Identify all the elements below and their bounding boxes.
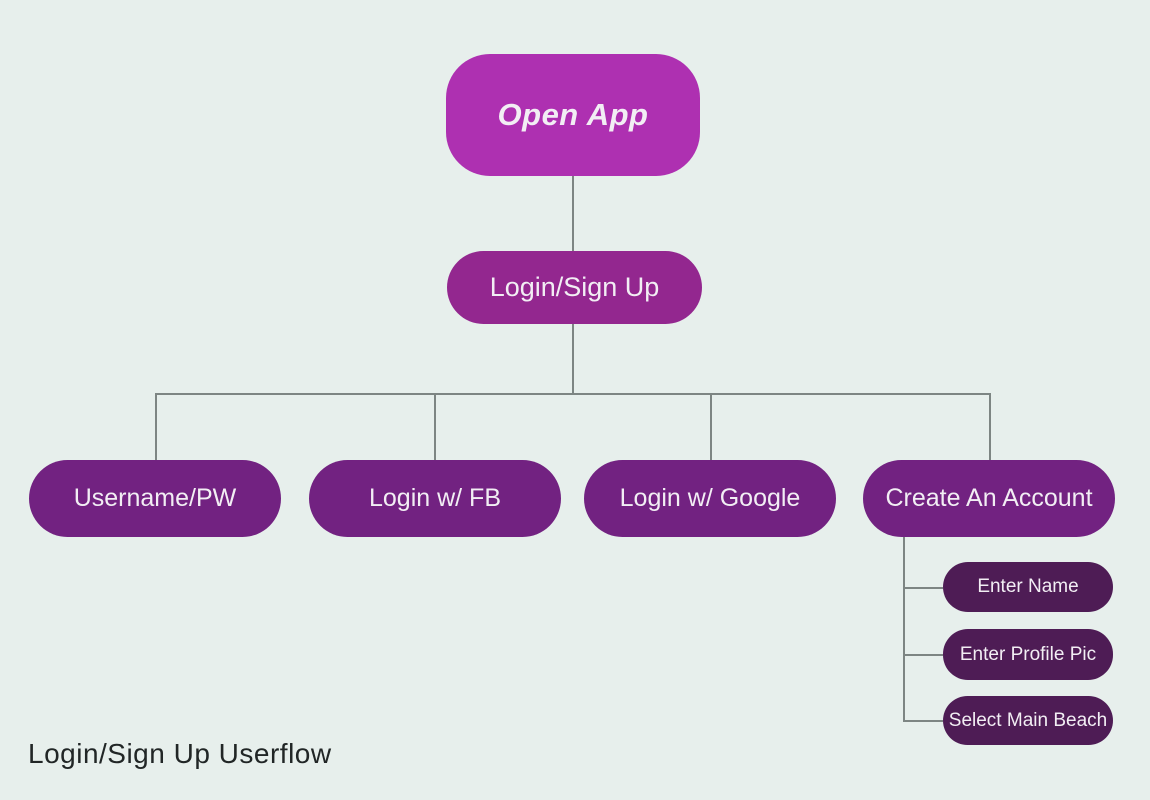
connector-drop-create-account	[989, 393, 991, 460]
node-username-pw: Username/PW	[29, 460, 281, 537]
node-create-account: Create An Account	[863, 460, 1115, 537]
node-login-google: Login w/ Google	[584, 460, 836, 537]
node-select-main-beach: Select Main Beach	[943, 696, 1113, 745]
node-open-app: Open App	[446, 54, 700, 176]
node-create-account-label: Create An Account	[885, 484, 1093, 512]
node-login-signup: Login/Sign Up	[447, 251, 702, 324]
node-login-signup-label: Login/Sign Up	[489, 272, 660, 302]
node-login-google-label: Login w/ Google	[619, 484, 801, 512]
node-select-main-beach-label: Select Main Beach	[948, 709, 1108, 731]
node-enter-name: Enter Name	[943, 562, 1113, 612]
connector-drop-username-pw	[155, 393, 157, 460]
diagram-title: Login/Sign Up Userflow	[28, 738, 332, 769]
node-enter-name-label: Enter Name	[977, 576, 1079, 597]
node-enter-profile-pic: Enter Profile Pic	[943, 629, 1113, 680]
connector-enter-name	[903, 587, 943, 589]
node-login-fb-label: Login w/ FB	[368, 484, 501, 512]
connector-enter-profile-pic	[903, 654, 943, 656]
node-username-pw-label: Username/PW	[73, 484, 237, 512]
connector-drop-login-google	[710, 393, 712, 460]
connector-create-account-spine	[903, 537, 905, 721]
connector-select-main-beach	[903, 720, 943, 722]
connector-branch-bus	[155, 393, 990, 395]
connector-login-to-branch	[572, 324, 574, 394]
connector-open-to-login	[572, 176, 574, 252]
node-open-app-label: Open App	[497, 97, 649, 132]
node-enter-profile-pic-label: Enter Profile Pic	[959, 643, 1097, 665]
connector-drop-login-fb	[434, 393, 436, 460]
node-login-fb: Login w/ FB	[309, 460, 561, 537]
